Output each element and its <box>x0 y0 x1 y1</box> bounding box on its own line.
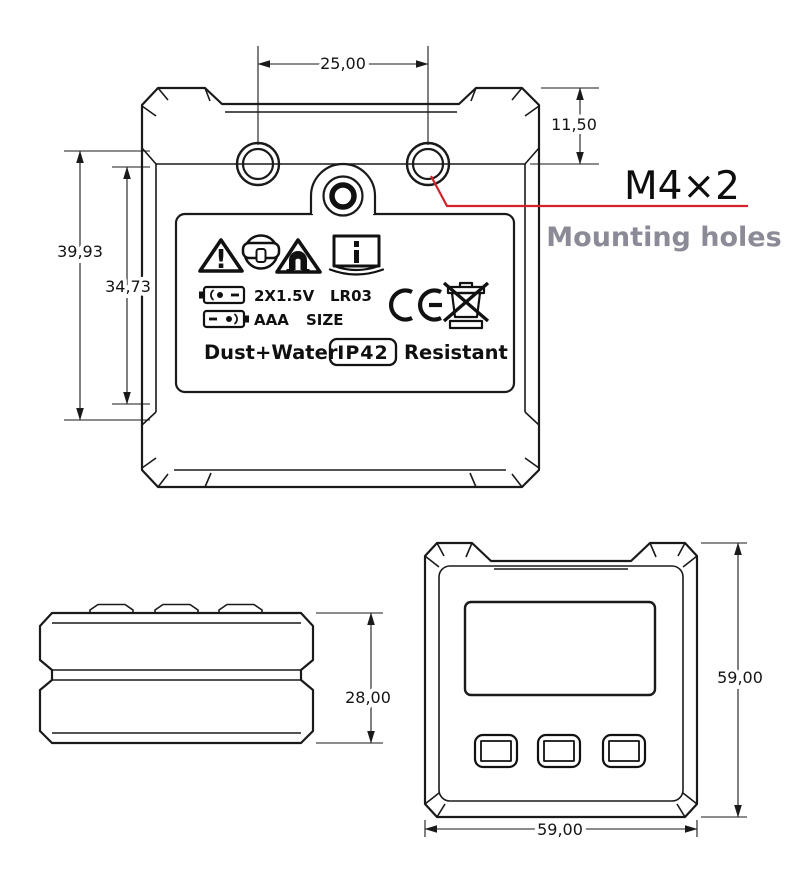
button-middle <box>536 733 582 769</box>
side-button-bumps <box>89 603 263 613</box>
mounting-hole-left <box>235 141 281 187</box>
callout-note: Mounting holes <box>546 222 781 253</box>
button-right <box>601 733 647 769</box>
side-outline <box>38 611 315 745</box>
label-icons-row: ! <box>198 234 385 276</box>
magnetic-field-warning-icon <box>275 238 322 274</box>
back-view-dimensions: 25,00 11,50 39,93 34,73 <box>53 46 601 421</box>
mounting-holes-callout: M4×2 Mounting holes <box>430 161 782 253</box>
callout-thread-spec: M4×2 <box>624 164 740 209</box>
battery-orientation-reversed-icon <box>202 309 249 329</box>
front-view: 59,00 59,00 <box>423 541 767 843</box>
dim-hole-spacing: 25,00 <box>320 54 366 73</box>
ce-mark-icon <box>389 288 442 322</box>
battery-size-text: AAA <box>254 311 289 329</box>
weee-crossed-out-bin-icon <box>442 281 490 330</box>
dim-outer-height: 39,93 <box>57 242 103 261</box>
mounting-hole-right <box>405 141 451 187</box>
dim-front-width: 59,00 <box>537 820 583 839</box>
front-face-contour <box>438 565 684 802</box>
read-manual-icon <box>328 234 385 276</box>
mounting-holes <box>235 141 451 187</box>
front-view-dimensions: 59,00 59,00 <box>424 542 767 843</box>
lcd-display <box>463 600 657 697</box>
wear-eye-protection-icon <box>241 234 281 270</box>
button-left <box>473 733 519 769</box>
front-buttons <box>473 733 647 769</box>
dim-thickness: 28,00 <box>345 688 391 707</box>
rating-prefix: Dust+Water <box>204 341 338 364</box>
back-corner-facets <box>141 87 540 488</box>
ip-rating-box <box>328 337 398 367</box>
battery-size-word: SIZE <box>306 311 344 329</box>
rating-code: IP42 <box>337 342 388 364</box>
pivot-outer-ring-icon <box>322 175 364 217</box>
back-outline <box>140 86 541 489</box>
side-inner-lines <box>52 622 301 734</box>
pivot-hole-icon <box>329 182 357 210</box>
battery-spec-text: 2X1.5V <box>254 287 315 305</box>
rating-row: Dust+Water IP42 Resistant <box>204 337 508 367</box>
dim-inner-height: 34,73 <box>105 277 151 296</box>
general-warning-icon: ! <box>198 238 244 275</box>
dim-front-height: 59,00 <box>717 668 763 687</box>
dim-top-to-holes: 11,50 <box>551 115 597 134</box>
side-view-dimensions: 28,00 <box>316 612 395 744</box>
battery-info-rows: 2X1.5V LR03 AAA SIZE <box>199 285 372 329</box>
warning-exclamation: ! <box>215 245 227 275</box>
side-view: 28,00 <box>38 603 395 745</box>
rating-suffix: Resistant <box>404 341 508 364</box>
callout-leader-line <box>430 175 748 208</box>
back-view: ! <box>53 46 782 489</box>
front-corner-facets <box>424 542 698 818</box>
battery-orientation-icon <box>199 285 246 305</box>
battery-type-text: LR03 <box>330 287 372 305</box>
